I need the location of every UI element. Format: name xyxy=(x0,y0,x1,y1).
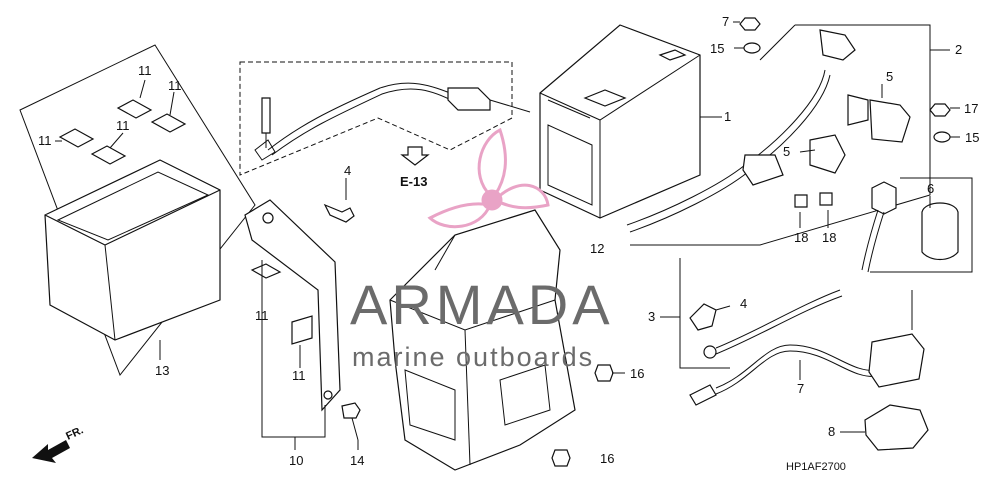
callout-10: 10 xyxy=(289,453,303,468)
callout-4-lower: 4 xyxy=(740,296,747,311)
fr-label: FR. xyxy=(64,424,85,442)
callout-18-right: 18 xyxy=(822,230,836,245)
battery xyxy=(539,24,722,219)
callout-4-upper: 4 xyxy=(344,163,351,178)
callout-7-lower: 7 xyxy=(797,381,804,396)
callout-13: 13 xyxy=(155,363,169,378)
callout-16-upper: 16 xyxy=(630,366,644,381)
battery-bracket xyxy=(244,199,341,450)
battery-tray xyxy=(389,209,576,471)
relay-cover xyxy=(861,177,973,273)
callout-11-a: 11 xyxy=(138,63,152,78)
callout-7-upper: 7 xyxy=(722,14,729,29)
callout-11-d: 11 xyxy=(116,118,130,133)
ground-cable-group xyxy=(239,61,531,176)
diagram-code: HP1AF2700 xyxy=(786,461,846,473)
callout-1: 1 xyxy=(724,109,731,124)
propeller-logo-icon xyxy=(427,127,550,229)
fastener-nuts xyxy=(733,17,960,143)
callout-11-b: 11 xyxy=(168,78,182,93)
e13-reference: E-13 xyxy=(400,146,430,189)
callout-14: 14 xyxy=(350,453,364,468)
callout-11-f: 11 xyxy=(292,368,306,383)
callout-5-upper: 5 xyxy=(886,69,893,84)
positive-cable xyxy=(626,24,950,246)
callout-11-c: 11 xyxy=(38,133,52,148)
callout-11-e: 11 xyxy=(255,308,269,323)
battery-box-group xyxy=(19,44,256,377)
screws xyxy=(551,364,625,467)
callout-3: 3 xyxy=(648,309,655,324)
front-direction-indicator: FR. xyxy=(32,424,85,463)
callout-8: 8 xyxy=(828,424,835,439)
callout-17: 17 xyxy=(964,101,978,116)
callout-18-left: 18 xyxy=(794,230,808,245)
callout-2: 2 xyxy=(955,42,962,57)
callout-16-lower: 16 xyxy=(600,451,614,466)
watermark-tagline: marine outboards xyxy=(352,342,594,372)
callout-6: 6 xyxy=(927,181,934,196)
watermark-brand: ARMADA xyxy=(350,273,614,336)
negative-cable-group xyxy=(660,258,929,451)
e13-label: E-13 xyxy=(400,174,427,189)
callout-5-lower: 5 xyxy=(783,144,790,159)
armada-watermark: ARMADA marine outboards xyxy=(350,127,614,372)
callout-labels: 1 2 3 4 4 5 5 6 7 7 8 10 11 11 11 11 11 … xyxy=(38,14,979,468)
callout-12: 12 xyxy=(590,241,604,256)
callout-15-upper: 15 xyxy=(710,41,724,56)
callout-15-lower: 15 xyxy=(965,130,979,145)
bolts xyxy=(323,178,361,450)
fr-arrow-icon xyxy=(32,440,70,463)
